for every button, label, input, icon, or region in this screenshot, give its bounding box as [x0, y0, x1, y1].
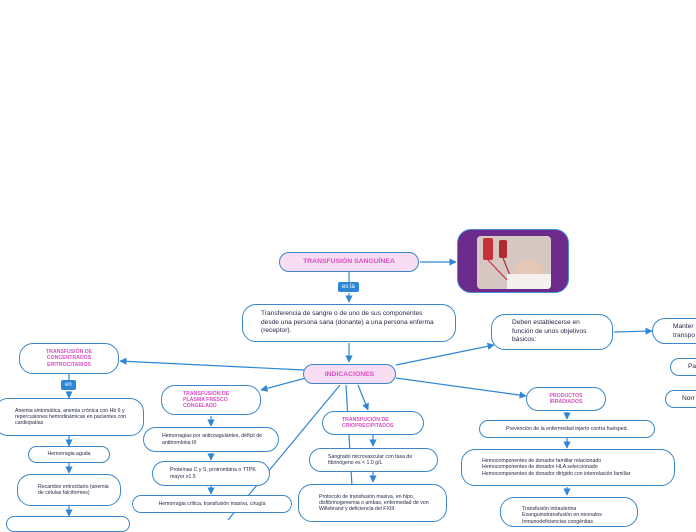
objetivo-item-3-text: Norr: [682, 394, 695, 402]
plasma-item-2-text: Proteínas C y S, protrombina o TTPK mayo…: [170, 467, 256, 480]
root-node[interactable]: TRANSFUSIÓN SANGUÍNEA: [279, 252, 419, 272]
irradiados-item-2-text: Hemocomponentes de donador familiar rela…: [482, 458, 631, 477]
irradiados-title: PRODUCTOS IRRADIADOS: [549, 392, 583, 405]
objetivo-item-3[interactable]: Norr: [665, 390, 696, 408]
definition-node[interactable]: Transferencia de sangre o de uno de sus …: [242, 304, 456, 342]
irradiados-item-2[interactable]: Hemocomponentes de donador familiar rela…: [461, 449, 675, 486]
plasma-item-2[interactable]: Proteínas C y S, protrombina o TTPK mayo…: [152, 461, 270, 486]
crio-item-2[interactable]: Protocolo de transfusión masiva, en hipo…: [298, 484, 447, 522]
crio-item-1-text: Sangrado microvascular con tasa de fibri…: [328, 453, 413, 466]
concentrados-title: TRANSFUSIÓN DE CONCENTRADOS ERITROCITARI…: [45, 349, 93, 368]
crio-item-1[interactable]: Sangrado microvascular con tasa de fibri…: [309, 448, 438, 472]
transfusion-image: [477, 236, 551, 289]
concentrados-item-3[interactable]: Recambio eritrocitario (anemia de célula…: [17, 474, 121, 506]
irradiados-item-3-text: Transfusión intrauterina Exanguinotransf…: [522, 506, 602, 525]
concentrados-item-2[interactable]: Hemorragia aguda: [28, 446, 110, 463]
plasma-title: TRANSFUSIÓN DE PLASMA FRESCO CONGELADO: [183, 390, 230, 410]
definition-text: Transferencia de sangre o de uno de sus …: [261, 310, 434, 335]
plasma-node[interactable]: TRANSFUSIÓN DE PLASMA FRESCO CONGELADO: [161, 385, 261, 415]
indicaciones-label: INDICACIONES: [324, 370, 375, 378]
objetivo-item-2-text: Pa: [688, 362, 696, 370]
objetivo-item-2[interactable]: Pa: [670, 358, 696, 376]
concentrados-item-2-text: Hemorragia aguda: [47, 451, 91, 458]
patient-photo: [457, 229, 569, 293]
plasma-item-3-text: Hemorragia crítica, transfusión masiva, …: [158, 500, 266, 507]
concentrados-item-1[interactable]: Anemia sintomática, anemia crónica con H…: [0, 398, 144, 436]
irradiados-item-3[interactable]: Transfusión intrauterina Exanguinotransf…: [500, 497, 638, 527]
crio-title: TRANSPUCIÓN DE CRIOPRECIPITADOS: [342, 416, 394, 429]
irradiados-item-1-text: Prevención de la enfermedad injerto cont…: [506, 425, 628, 432]
crio-item-2-text: Protocolo de transfusión masiva, en hipo…: [319, 493, 429, 513]
concentrados-node[interactable]: TRANSFUSIÓN DE CONCENTRADOS ERITROCITARI…: [19, 343, 119, 374]
concentrados-item-3-text: Recambio eritrocitario (anemia de célula…: [38, 483, 109, 496]
irradiados-node[interactable]: PRODUCTOS IRRADIADOS: [526, 387, 606, 411]
plasma-item-1[interactable]: Hemorragias por anticoagulantes, déficit…: [143, 427, 279, 452]
objetivos-text: Deben establecerse en función de unos ob…: [512, 319, 587, 344]
crio-node[interactable]: TRANSPUCIÓN DE CRIOPRECIPITADOS: [322, 411, 424, 435]
concentrados-item-4[interactable]: [6, 516, 130, 532]
irradiados-item-1[interactable]: Prevención de la enfermedad injerto cont…: [479, 420, 655, 438]
indicaciones-node[interactable]: INDICACIONES: [303, 364, 396, 384]
es-la-connector: es la: [338, 282, 359, 292]
objetivos-node[interactable]: Deben establecerse en función de unos ob…: [491, 314, 613, 350]
concentrados-item-1-text: Anemia sintomática, anemia crónica con H…: [15, 407, 127, 427]
plasma-item-1-text: Hemorragias por anticoagulantes, déficit…: [162, 433, 263, 446]
plasma-item-3[interactable]: Hemorragia crítica, transfusión masiva, …: [132, 495, 292, 513]
en-connector: en: [61, 380, 76, 390]
root-title: TRANSFUSIÓN SANGUÍNEA: [303, 257, 395, 265]
